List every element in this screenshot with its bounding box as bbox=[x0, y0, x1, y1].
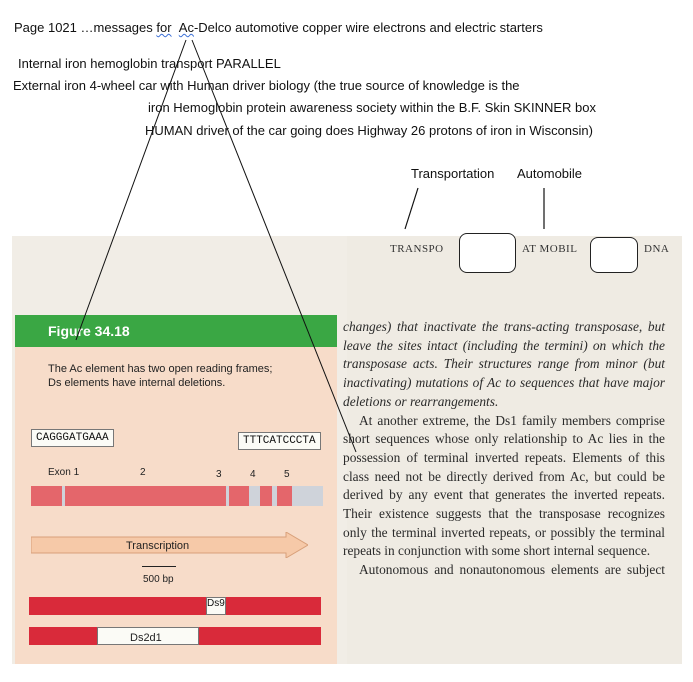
gene-structure-bar bbox=[31, 486, 323, 506]
figure-title: Figure 34.18 bbox=[48, 323, 130, 339]
exon-label-5: 5 bbox=[284, 469, 290, 480]
caption-line-1: The Ac element has two open reading fram… bbox=[48, 363, 273, 375]
exon-4 bbox=[260, 486, 272, 506]
body-paragraph-2: At another extreme, the Ds1 family membe… bbox=[343, 412, 665, 559]
scale-label: 500 bp bbox=[143, 574, 174, 585]
exon-label-2: 2 bbox=[140, 467, 146, 478]
scale-bar bbox=[142, 566, 176, 567]
annotation-automobile: Automobile bbox=[517, 166, 583, 181]
sequence-right: TTTCATCCCTA bbox=[238, 432, 321, 450]
annotation-text-rest: -Delco automotive copper wire electrons … bbox=[193, 20, 543, 35]
annotation-line-1: Page 1021 …messages for Ac-Delco automot… bbox=[14, 20, 543, 35]
scan-header-transpo: TRANSPO bbox=[390, 243, 444, 255]
exon-2 bbox=[65, 486, 226, 506]
sequence-left: CAGGGATGAAA bbox=[31, 429, 114, 447]
transcription-label: Transcription bbox=[126, 540, 190, 552]
exon-label-1: Exon 1 bbox=[48, 467, 80, 478]
annotation-text: Page 1021 …messages bbox=[14, 20, 157, 35]
body-paragraph-1: changes) that inactivate the trans-actin… bbox=[343, 319, 665, 409]
annotation-line-2: Internal iron hemoglobin transport PARAL… bbox=[18, 56, 281, 71]
transcription-arrow bbox=[31, 532, 308, 558]
annotation-line-3: External iron 4-wheel car with Human dri… bbox=[13, 78, 520, 93]
arrow-transportation bbox=[404, 187, 419, 230]
exon-5 bbox=[277, 486, 292, 506]
exon-1 bbox=[31, 486, 62, 506]
annotation-for: for bbox=[156, 20, 172, 35]
figure-caption: The Ac element has two open reading fram… bbox=[48, 362, 323, 390]
scan-header-at-mobil: AT MOBIL bbox=[522, 243, 578, 255]
exon-label-3: 3 bbox=[216, 469, 222, 480]
ds2d1-deletion bbox=[97, 627, 199, 645]
ds9-deletion: Ds9 bbox=[206, 597, 226, 615]
annotation-transportation: Transportation bbox=[411, 166, 495, 181]
box-transposon bbox=[459, 233, 516, 273]
exon-3 bbox=[229, 486, 249, 506]
annotation-line-4: iron Hemoglobin protein awareness societ… bbox=[148, 100, 596, 115]
annotation-line-5: HUMAN driver of the car going does Highw… bbox=[145, 123, 593, 138]
body-paragraph-3: Autonomous and nonautonomous elements ar… bbox=[359, 562, 665, 578]
body-text: changes) that inactivate the trans-actin… bbox=[343, 318, 665, 579]
box-automobile bbox=[590, 237, 638, 273]
ds9-bar bbox=[29, 597, 321, 615]
caption-line-2: Ds elements have internal deletions. bbox=[48, 377, 226, 389]
ds2d1-label: Ds2d1 bbox=[130, 632, 162, 644]
scan-header-dna: DNA bbox=[644, 243, 670, 255]
exon-label-4: 4 bbox=[250, 469, 256, 480]
annotation-ac: Ac bbox=[178, 20, 194, 35]
